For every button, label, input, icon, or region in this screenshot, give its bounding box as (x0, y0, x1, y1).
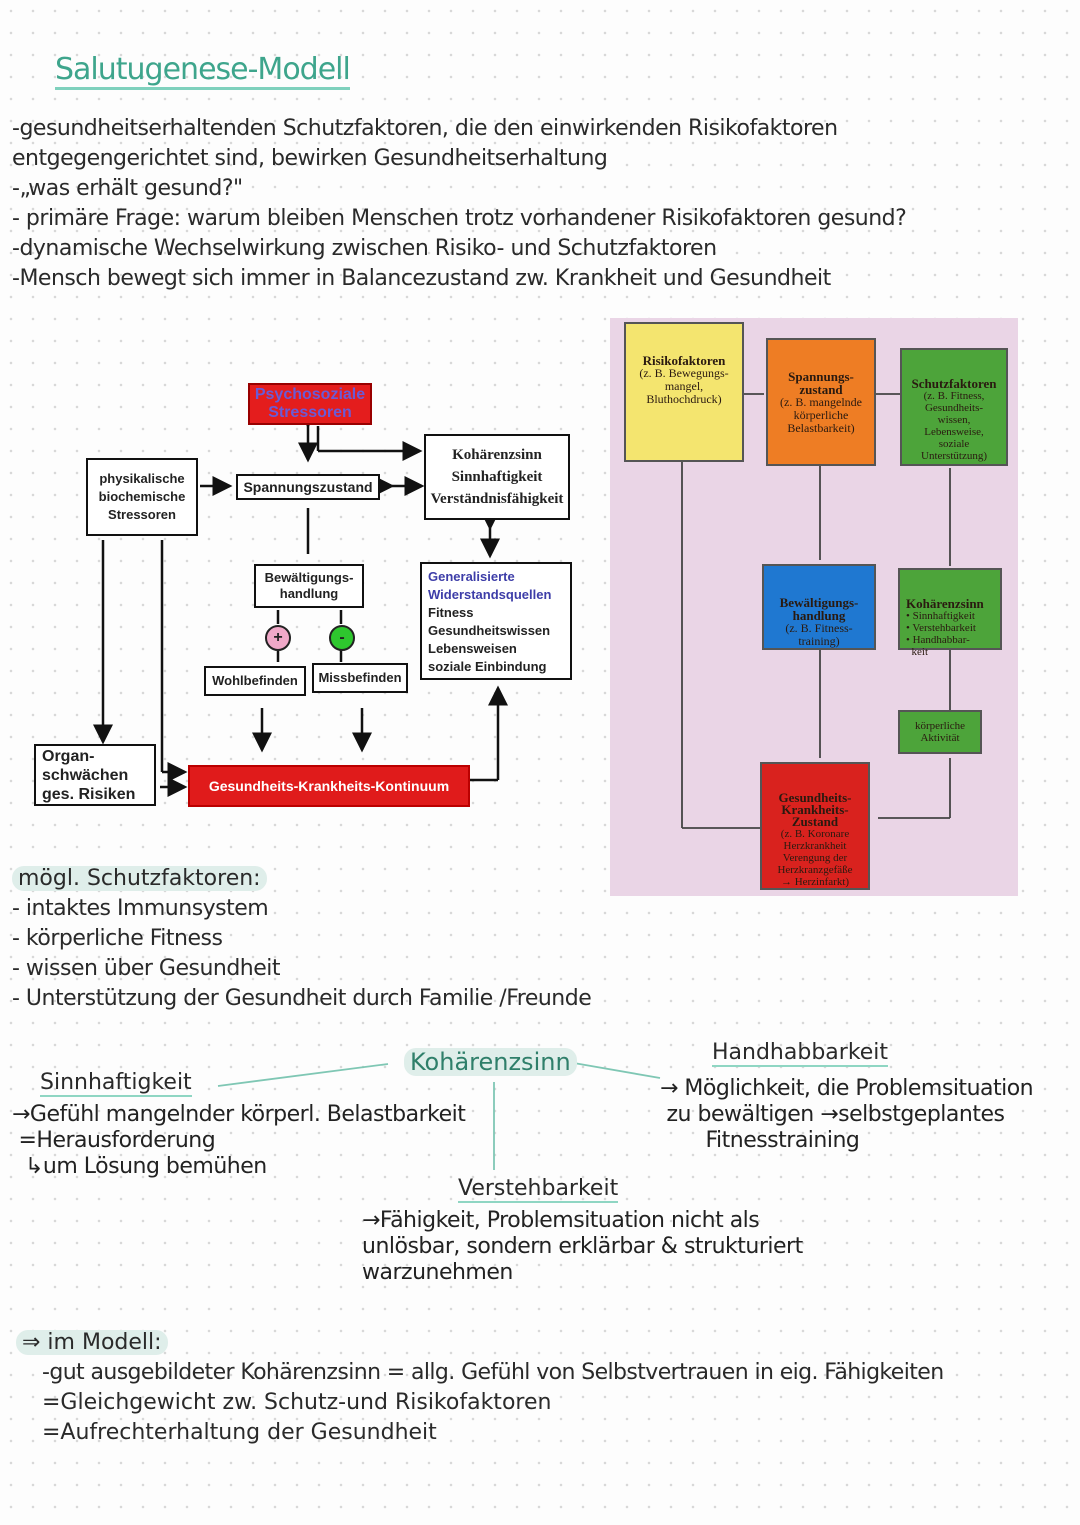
schutzfaktoren-text: (z. B. Fitness, Gesundheits- wissen, Leb… (921, 390, 987, 462)
handhabbarkeit-title: Handhabbarkeit (712, 1040, 889, 1067)
schutz-line-4: - Unterstützung der Gesundheit durch Fam… (12, 986, 592, 1011)
physikalische-stressoren-box: physikalische biochemische Stressoren (86, 458, 198, 536)
verstehbarkeit-title: Verstehbarkeit (458, 1176, 619, 1203)
sinnhaftigkeit-text: →Gefühl mangelnder körperl. Belastbarkei… (12, 1102, 466, 1179)
schutz-line-2: - körperliche Fitness (12, 926, 223, 951)
bewaltigung-photo-box: Bewältigungs- handlung(z. B. Fitness- tr… (762, 564, 876, 650)
spannungszustand-photo-title: Spannungs- zustand (788, 369, 854, 397)
minus-circle-icon: - (329, 625, 355, 651)
plus-circle-icon: + (265, 625, 291, 651)
model-header: ⇒ im Modell: (16, 1330, 168, 1355)
verstehbarkeit-text: →Fähigkeit, Problemsituation nicht als u… (362, 1208, 803, 1285)
photo-arrows (681, 393, 951, 829)
psychosoziale-stressoren-box: Psychosoziale Stressoren (248, 383, 372, 425)
korperliche-aktivitat-box: körperliche Aktivität (898, 710, 982, 754)
spannungszustand-photo-text: (z. B. mangelnde körperliche Belastbarke… (780, 395, 862, 435)
bewaltigung-photo-title: Bewältigungs- handlung (779, 595, 859, 623)
koharenzsinn-box: Kohärenzsinn Sinnhaftigkeit Verständnisf… (424, 434, 570, 520)
koharenzsinn-photo-text: • Sinnhaftigkeit • Verstehbarkeit • Hand… (906, 610, 976, 658)
koharenzsinn-photo-title: Kohärenzsinn (906, 596, 984, 611)
widerstandsquellen-box: Generalisierte Widerstandsquellen Fitnes… (420, 562, 572, 680)
widerstandsquellen-title: Generalisierte Widerstandsquellen (428, 569, 552, 602)
model-header-text: ⇒ im Modell: (16, 1330, 168, 1355)
schutzfaktoren-box: Schutzfaktoren(z. B. Fitness, Gesundheit… (900, 348, 1008, 466)
kontinuum-box: Gesundheits-Krankheits-Kontinuum (188, 765, 470, 807)
mindmap-center: Kohärenzsinn (404, 1048, 577, 1076)
bewaltigungshandlung-box: Bewältigungs- handlung (254, 564, 364, 608)
schutz-line-1: - intaktes Immunsystem (12, 896, 269, 921)
intro-line-5: -dynamische Wechselwirkung zwischen Risi… (12, 236, 717, 261)
model-line-3: =Aufrechterhaltung der Gesundheit (42, 1420, 437, 1445)
intro-line-4: - primäre Frage: warum bleiben Menschen … (12, 206, 907, 231)
spannungszustand-photo-box: Spannungs- zustand(z. B. mangelnde körpe… (766, 338, 876, 466)
spannungszustand-box: Spannungszustand (236, 474, 380, 500)
intro-line-2: entgegengerichtet sind, bewirken Gesundh… (12, 146, 608, 171)
textbook-diagram-photo: Risikofaktoren(z. B. Bewegungs- mangel, … (610, 318, 1018, 896)
intro-line-6: -Mensch bewegt sich immer in Balancezust… (12, 266, 831, 291)
wohlbefinden-box: Wohlbefinden (204, 666, 306, 696)
risikofaktoren-title: Risikofaktoren (642, 353, 726, 368)
bewaltigung-photo-text: (z. B. Fitness- training) (785, 621, 853, 648)
mindmap-center-text: Kohärenzsinn (404, 1048, 577, 1076)
gk-zustand-box: Gesundheits- Krankheits- Zustand(z. B. K… (760, 762, 870, 890)
risikofaktoren-box: Risikofaktoren(z. B. Bewegungs- mangel, … (624, 322, 744, 462)
schutzfaktoren-title: Schutzfaktoren (911, 376, 997, 391)
diagram1-arrows (93, 408, 508, 797)
model-line-2: =Gleichgewicht zw. Schutz-und Risikofakt… (42, 1390, 552, 1415)
model-line-1: -gut ausgebildeter Kohärenzsinn = allg. … (42, 1360, 944, 1385)
intro-line-1: -gesundheitserhaltenden Schutzfaktoren, … (12, 116, 838, 141)
page-title: Salutugenese-Modell (55, 52, 351, 90)
gk-zustand-text: (z. B. Koronare Herzkrankheit Verengung … (777, 828, 853, 888)
handhabbarkeit-text: → Möglichkeit, die Problemsituation zu b… (660, 1076, 1034, 1153)
schutz-header: mögl. Schutzfaktoren: (12, 866, 267, 891)
schutz-line-3: - wissen über Gesundheit (12, 956, 281, 981)
widerstandsquellen-items: Fitness Gesundheitswissen Lebensweisen s… (428, 605, 551, 674)
koharenzsinn-photo-box: Kohärenzsinn• Sinnhaftigkeit • Verstehba… (898, 568, 1002, 658)
risikofaktoren-text: (z. B. Bewegungs- mangel, Bluthochdruck) (639, 366, 729, 406)
schutz-header-text: mögl. Schutzfaktoren: (12, 866, 267, 891)
gk-zustand-title: Gesundheits- Krankheits- Zustand (778, 790, 852, 829)
intro-line-3: -„was erhält gesund?" (12, 176, 243, 201)
organschwachen-box: Organ- schwächen ges. Risiken (34, 744, 156, 806)
missbefinden-box: Missbefinden (312, 663, 408, 693)
sinnhaftigkeit-title: Sinnhaftigkeit (40, 1070, 192, 1097)
